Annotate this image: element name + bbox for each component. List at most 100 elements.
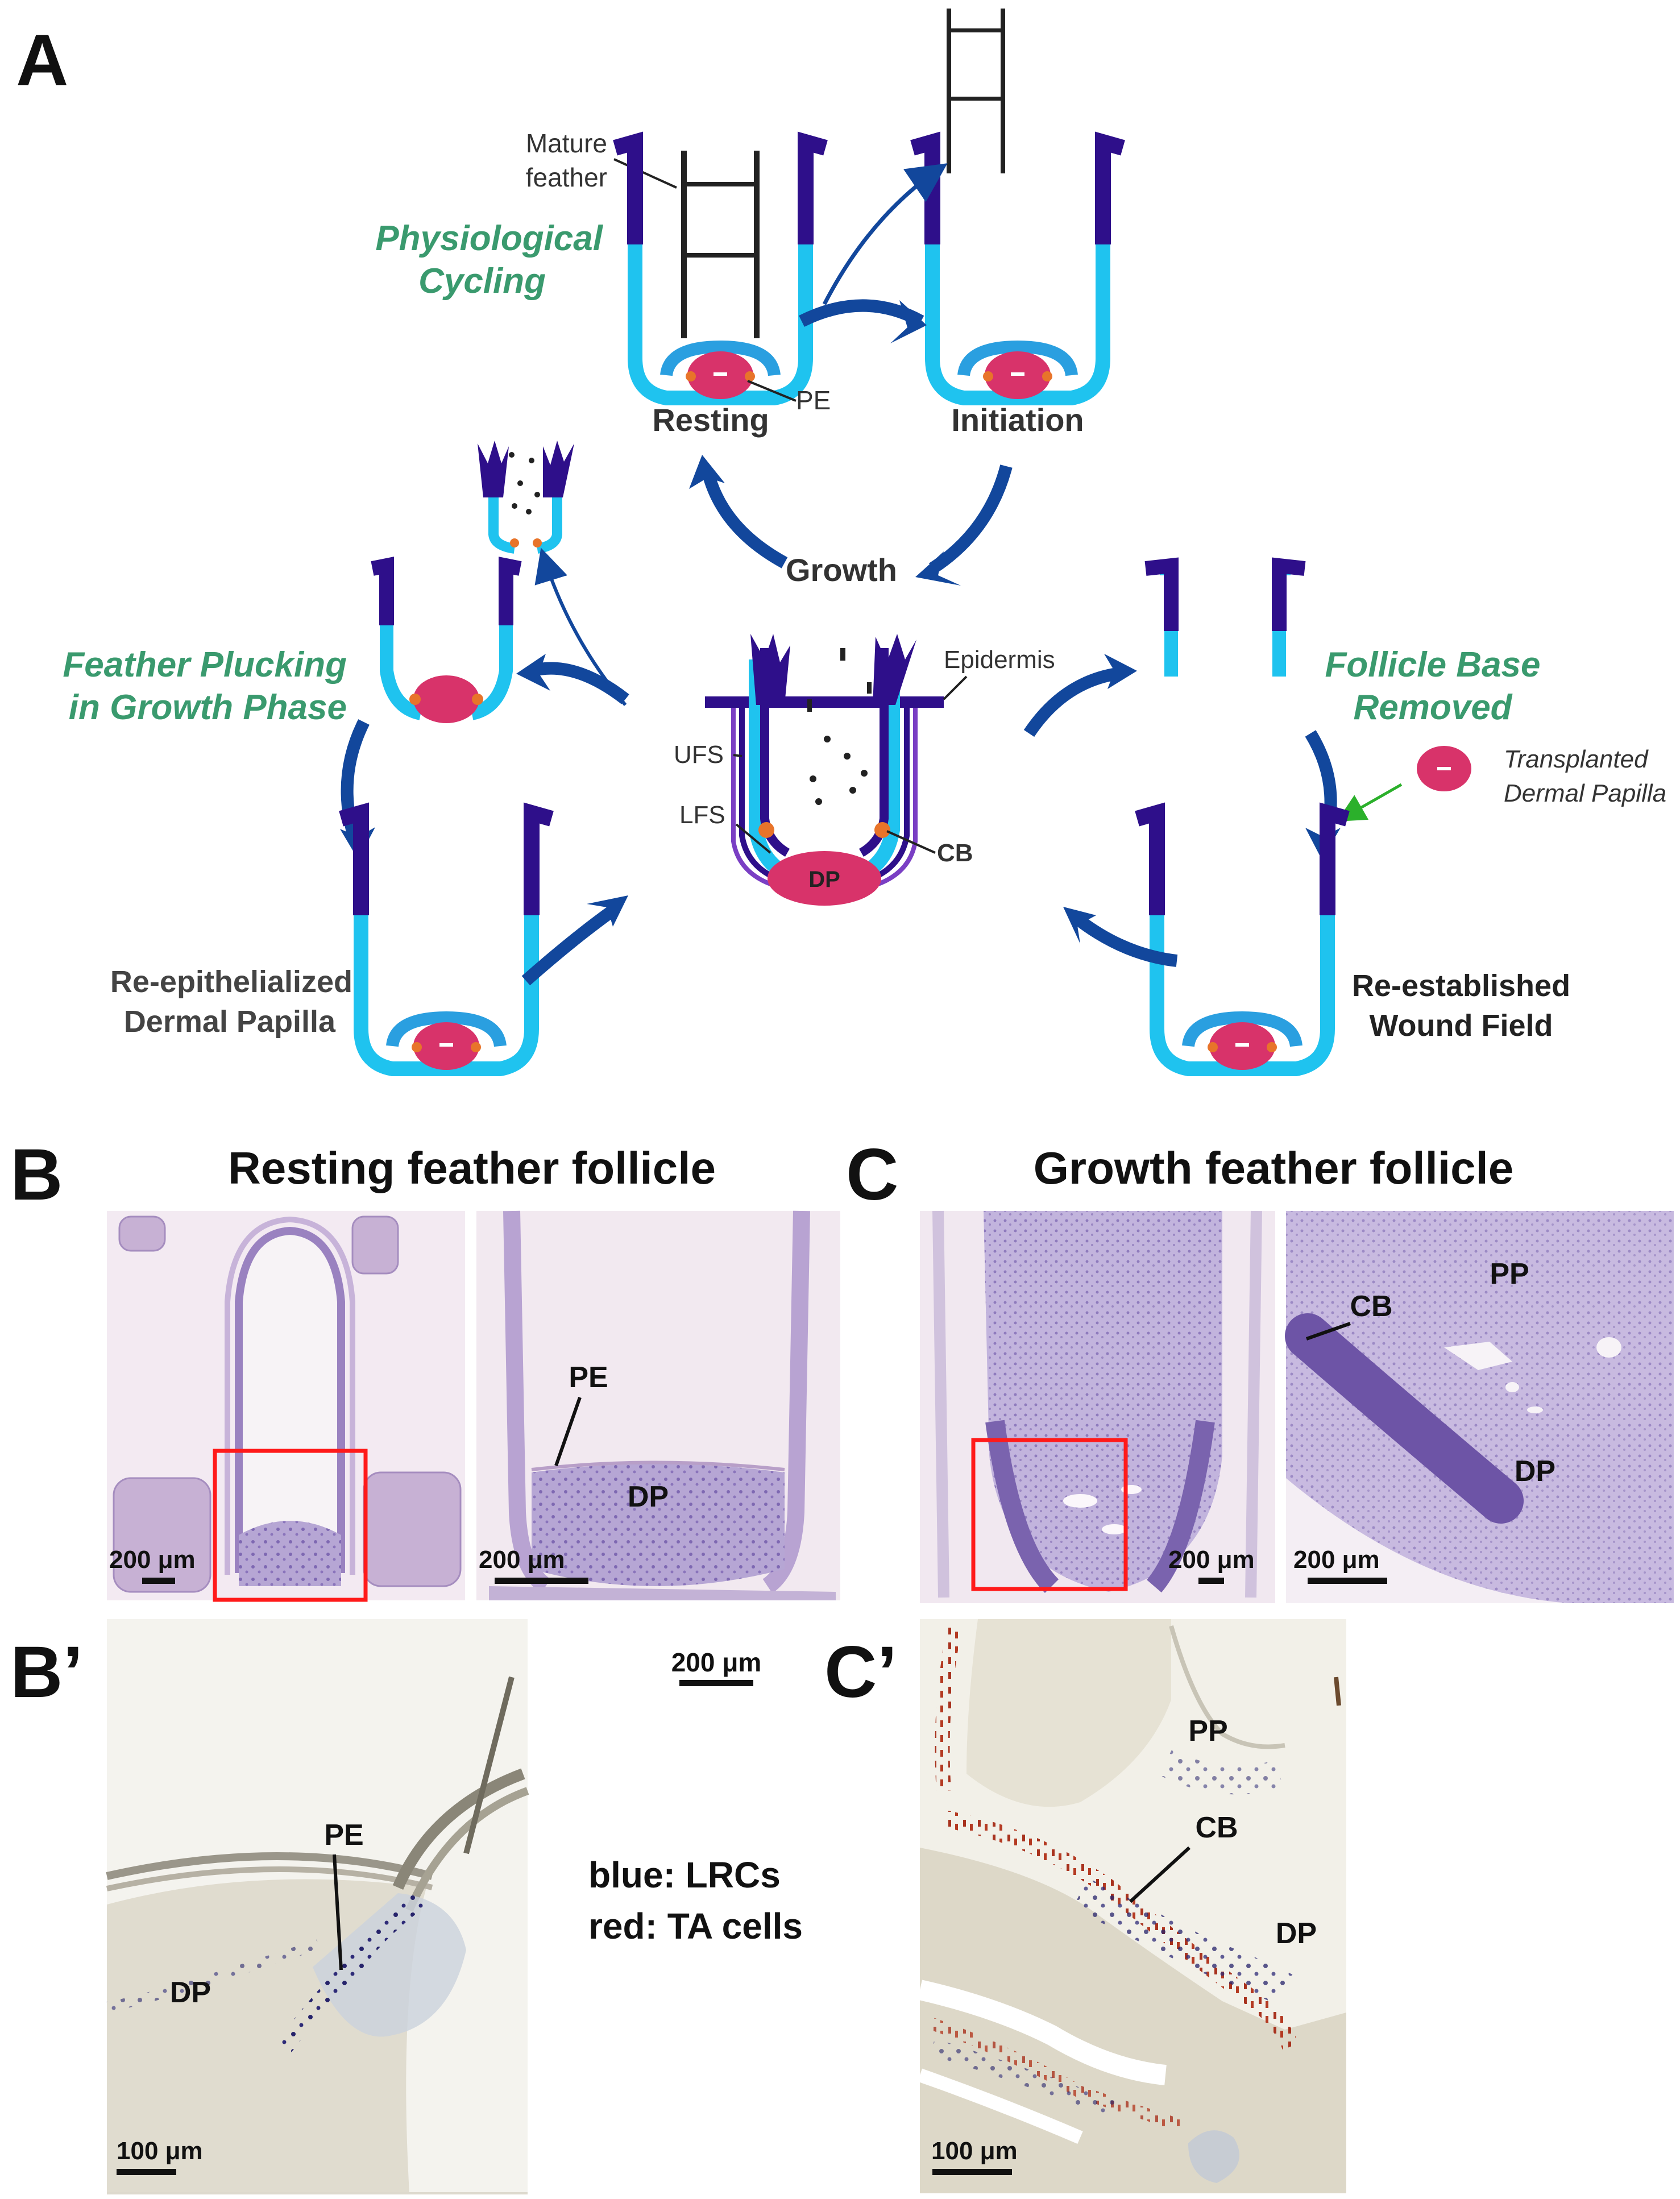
initiation-follicle: [912, 142, 1123, 399]
c-pp-label: PP: [1490, 1258, 1529, 1291]
c-left-scalebar: [1198, 1578, 1224, 1584]
base-removed-line1: Follicle Base: [1325, 645, 1540, 684]
middle-scalebar: [679, 1680, 753, 1686]
c-left-scale-label: 200 μm: [1168, 1546, 1255, 1574]
lfs-leader: [735, 823, 771, 854]
base-removed-follicle: [1144, 557, 1306, 677]
reest-follicle: [1137, 813, 1347, 1070]
b-prime-scale-label: 100 μm: [117, 2137, 203, 2165]
reepi-line2: Dermal Papilla: [124, 1005, 336, 1039]
cb-label-center: CB: [937, 839, 973, 867]
panel-c: C Growth feather follicle 200 μm: [846, 1134, 1674, 1603]
arrow-to-shed: [822, 163, 948, 305]
middle-legend: 200 μm blue: LRCs red: TA cells: [588, 1648, 803, 1947]
arrow-growth-resting-head: [689, 455, 725, 489]
panel-c-title: Growth feather follicle: [1034, 1143, 1514, 1193]
c-prime-dp-label: DP: [1276, 1917, 1317, 1950]
b-pe-leader: [554, 1397, 582, 1466]
reest-line1: Re-established: [1352, 969, 1570, 1003]
arrow-reest-growth: [1076, 916, 1178, 967]
c-dp-label: DP: [1515, 1455, 1555, 1488]
growth-overview-micrograph: [920, 1210, 1275, 1603]
resting-follicle: [615, 142, 826, 399]
mature-feather-line1: Mature: [526, 128, 607, 158]
transplanted-line1: Transplanted: [1504, 745, 1649, 773]
b-prime-scalebar: [117, 2169, 176, 2175]
arrow-initiation-growth-head: [915, 551, 961, 586]
arrow-growth-plucked-head: [516, 654, 550, 691]
epidermis-leader: [943, 675, 968, 700]
panel-b-prime-letter: B’: [10, 1632, 83, 1713]
mature-feather-leader: [613, 158, 677, 189]
transplanted-papilla-icon: [1417, 746, 1471, 791]
shed-feather: [947, 9, 1005, 173]
b-right-scale-label: 200 μm: [479, 1546, 565, 1574]
panel-c-prime-letter: C’: [824, 1632, 897, 1713]
plucked-follicle: [371, 557, 522, 723]
arrow-resting-initiation-head: [890, 300, 927, 343]
b-pe-label: PE: [569, 1361, 608, 1394]
c-cb-leader: [1306, 1322, 1351, 1341]
resting-overview-micrograph: [107, 1211, 465, 1600]
transplant-arrow: [1337, 783, 1403, 821]
reepi-follicle: [341, 813, 551, 1070]
plucking-line1: Feather Plucking: [63, 645, 347, 684]
b-prime-micrograph: [106, 1619, 529, 2194]
lfs-label: LFS: [679, 801, 725, 829]
panel-b-letter: B: [10, 1134, 63, 1215]
c-prime-scalebar: [932, 2169, 1012, 2175]
epidermis-label: Epidermis: [944, 646, 1055, 674]
panel-a: A Physiological Cycling Mature feather P…: [16, 9, 1666, 1070]
dp-label-center: DP: [808, 867, 840, 892]
arrow-growth-baseremoved: [1023, 667, 1118, 737]
reest-line2: Wound Field: [1370, 1009, 1553, 1043]
mature-feather-line2: feather: [526, 163, 607, 192]
panel-c-letter: C: [846, 1134, 898, 1215]
growth-label: Growth: [786, 552, 897, 588]
legend-red: red: TA cells: [588, 1906, 803, 1947]
resting-label: Resting: [652, 402, 769, 438]
arrow-reest-growth-head: [1063, 907, 1096, 944]
c-prime-pp-label: PP: [1188, 1715, 1227, 1748]
growth-follicle: [705, 634, 944, 906]
ufs-label: UFS: [674, 741, 724, 769]
panel-b-title: Resting feather follicle: [228, 1143, 716, 1193]
b-right-scalebar: [495, 1578, 588, 1584]
b-prime-pe-leader: [333, 1854, 343, 1970]
panel-b: B Resting feather follicle 200 μm: [10, 1134, 840, 1602]
growth-zoom-micrograph: [1285, 1211, 1674, 1603]
b-zoom-box: [213, 1449, 368, 1602]
plucked-feather: [478, 441, 574, 554]
reepi-line1: Re-epithelialized: [110, 965, 352, 999]
arrow-growth-baseremoved-head: [1104, 654, 1137, 689]
pe-label: PE: [796, 385, 831, 415]
b-prime-dp-label: DP: [170, 1976, 211, 2009]
b-left-scalebar: [142, 1578, 175, 1584]
cb-leader: [886, 830, 936, 854]
arrow-plucked-reepi: [341, 719, 370, 844]
c-right-scalebar: [1308, 1578, 1387, 1584]
c-prime-cb-label: CB: [1195, 1811, 1238, 1844]
ufs-leader: [733, 754, 742, 757]
physiological-line1: Physiological: [375, 219, 603, 258]
arrow-reepi-growth: [521, 905, 618, 986]
base-removed-line2: Removed: [1353, 688, 1512, 727]
physiological-line2: Cycling: [418, 262, 546, 301]
c-prime-scale-label: 100 μm: [931, 2137, 1018, 2165]
c-prime-micrograph: [918, 1619, 1346, 2193]
initiation-label: Initiation: [951, 402, 1084, 438]
panel-c-prime: C’ PP CB DP 100 μm: [824, 1619, 1346, 2193]
pe-leader: [747, 380, 797, 402]
resting-zoom-micrograph: [476, 1210, 840, 1600]
c-prime-cb-leader: [1129, 1846, 1191, 1903]
arrow-growth-resting: [702, 470, 788, 569]
c-zoom-box: [971, 1438, 1128, 1591]
c-cb-label: CB: [1350, 1290, 1392, 1323]
plucking-line2: in Growth Phase: [69, 688, 347, 727]
arrow-reepi-growth-head: [587, 895, 628, 927]
b-prime-pe-label: PE: [324, 1819, 363, 1852]
middle-scale-label: 200 μm: [671, 1648, 762, 1677]
b-dp-label: DP: [628, 1480, 669, 1513]
arrow-to-plucked-feather: [534, 547, 627, 706]
